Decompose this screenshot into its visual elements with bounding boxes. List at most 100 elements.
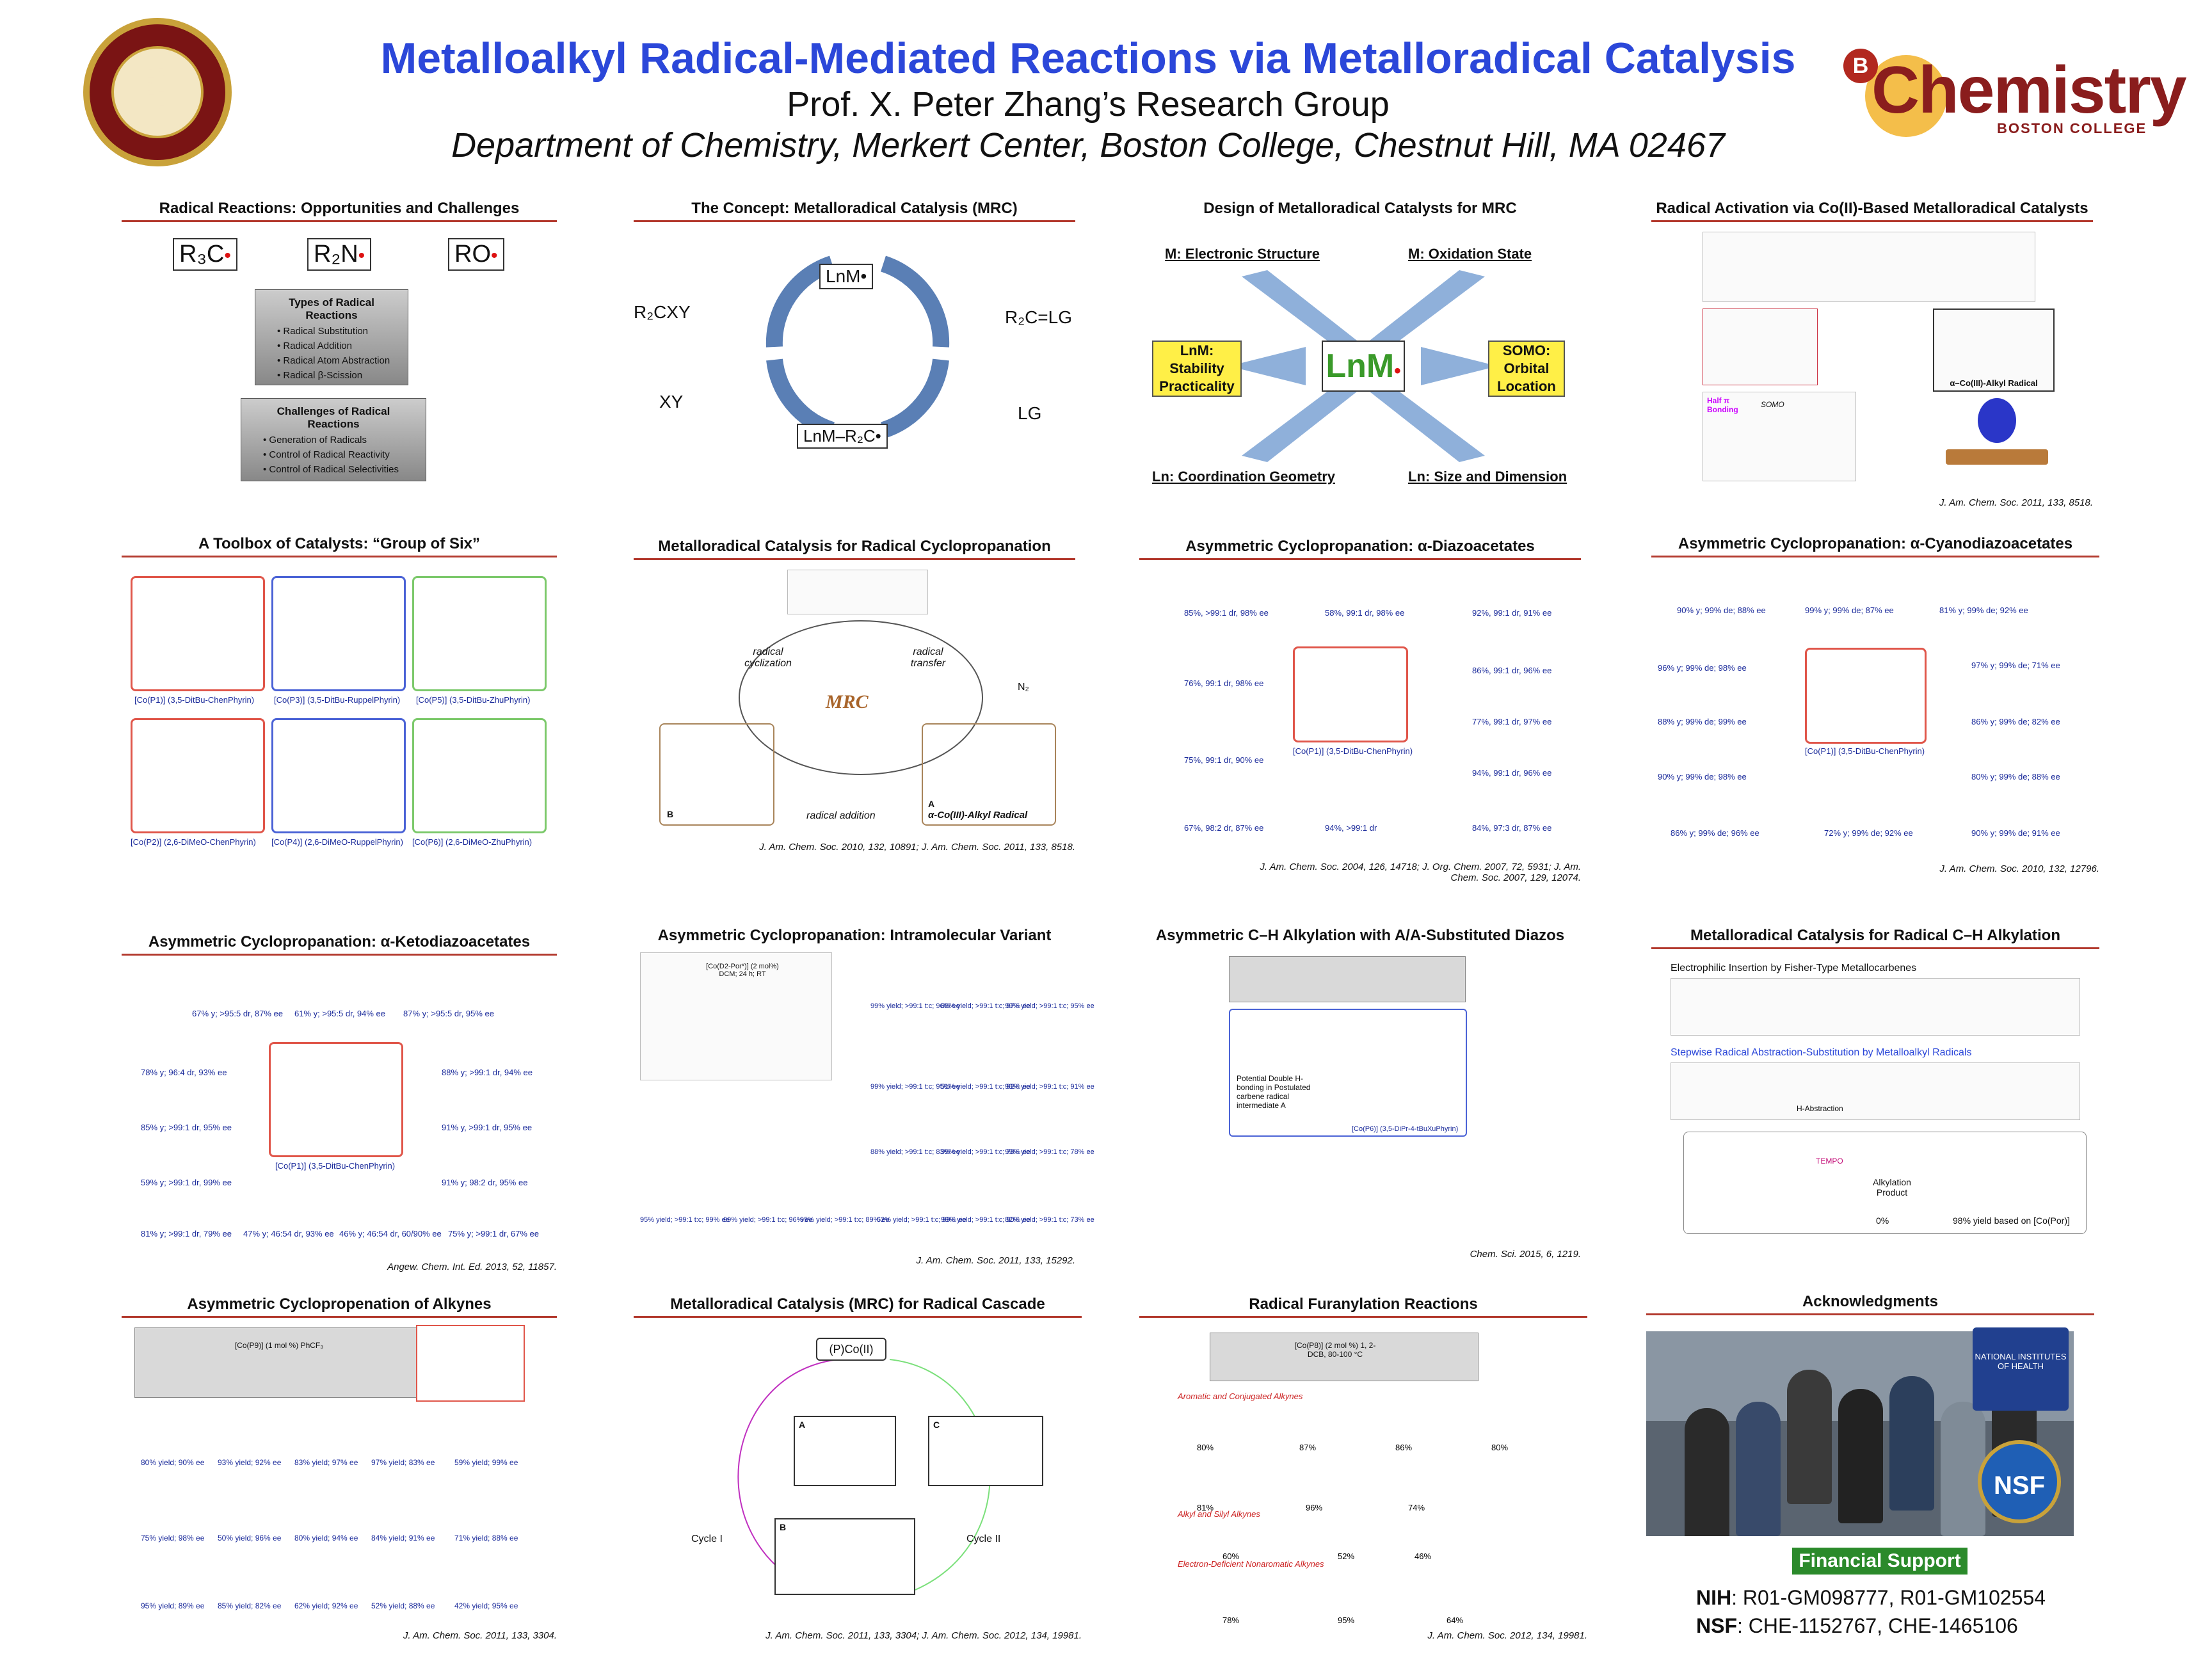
catalyst-label: [Co(P4)] (2,6-DiMeO-RuppelPhyrin) — [271, 837, 403, 847]
intermediate-b-box: B — [659, 723, 774, 826]
result-entry: 76%, 99:1 dr, 98% ee — [1184, 678, 1264, 688]
catalyst-p1 — [131, 576, 265, 691]
cycle-2-label: Cycle II — [966, 1534, 1001, 1544]
panel-cyanodiazoacetates: Asymmetric Cyclopropanation: α-Cyanodiaz… — [1651, 535, 2099, 874]
catalyst-p9 — [416, 1325, 525, 1402]
panel-cyclopropenation: Asymmetric Cyclopropenation of Alkynes [… — [122, 1295, 557, 1641]
reference: J. Am. Chem. Soc. 2011, 133, 3304; J. Am… — [765, 1630, 1082, 1641]
somo-box: SOMO: Orbital Location — [1488, 341, 1565, 397]
catalyst-label: [Co(P1)] (3,5-DitBu-ChenPhyrin) — [1293, 746, 1413, 756]
challenge-item: • Control of Radical Reactivity — [263, 449, 390, 460]
crystal-structure-image — [1939, 398, 2055, 481]
catalyst-label: [Co(P6)] (2,6-DiMeO-ZhuPhyrin) — [412, 837, 533, 847]
lnm-carbon-radical: LnM–R₂C• — [797, 424, 888, 449]
reference: J. Am. Chem. Soc. 2010, 132, 10891; J. A… — [759, 842, 1075, 853]
seal-shield-icon — [111, 46, 204, 138]
type-item: • Radical β-Scission — [277, 370, 363, 381]
label-a: A — [799, 1420, 806, 1430]
result-entry: 83% yield; 97% ee — [294, 1458, 358, 1467]
poster-title: Metalloalkyl Radical-Mediated Reactions … — [380, 34, 1796, 83]
intermediate-b: B — [774, 1518, 915, 1595]
result-entry: 52% yield; 88% ee — [371, 1601, 435, 1610]
radical-cyclization-label: radical cyclization — [744, 646, 792, 669]
yield-entry: 80% — [1197, 1443, 1214, 1452]
catalyst-label: [Co(P1)] (3,5-DitBu-ChenPhyrin) — [134, 695, 255, 705]
yield-entry: 74% — [1408, 1503, 1425, 1512]
conditions: [Co(P8)] (2 mol %) 1, 2-DCB, 80-100 °C — [1294, 1341, 1376, 1359]
panel-title: Design of Metalloradical Catalysts for M… — [1203, 200, 1517, 217]
types-box: Types of Radical Reactions • Radical Sub… — [255, 289, 408, 385]
design-arrows — [1229, 270, 1498, 462]
label-coordination-geometry: Ln: Coordination Geometry — [1152, 469, 1335, 485]
logo-wordmark: Chemistry — [1871, 53, 2187, 127]
type-item: • Radical Atom Abstraction — [277, 355, 390, 366]
catalyst-p3 — [271, 576, 406, 691]
panel-title: Asymmetric Cyclopropanation: α-Diazoacet… — [1185, 538, 1535, 555]
nih-logo: NATIONAL INSTITUTES OF HEALTH — [1973, 1327, 2069, 1411]
result-entry: 90% y; 99% de; 91% ee — [1971, 828, 2060, 838]
panel-title: Radical Furanylation Reactions — [1249, 1295, 1478, 1313]
radical-addition-label: radical addition — [806, 810, 876, 821]
result-entry: 92%, 99:1 dr, 91% ee — [1472, 608, 1552, 618]
panel-toolbox-catalysts: A Toolbox of Catalysts: “Group of Six” [… — [122, 535, 557, 868]
poster-header: COLLEGIUM BOSTONIENSE Metalloalkyl Radic… — [0, 0, 2212, 186]
result-entry: 85% yield; 82% ee — [218, 1601, 282, 1610]
half-bonding-label: Half π Bonding — [1707, 396, 1738, 414]
heading-alkyl: Alkyl and Silyl Alkynes — [1178, 1509, 1260, 1519]
result-entry: 78% y; 96:4 dr, 93% ee — [141, 1068, 227, 1077]
panel-title: Asymmetric Cyclopropanation: α-Cyanodiaz… — [1678, 535, 2073, 552]
stepwise-label: Stepwise Radical Abstraction-Substitutio… — [1671, 1047, 1972, 1058]
panel-furanylation: Radical Furanylation Reactions [Co(P8)] … — [1139, 1295, 1587, 1641]
conditions: [Co(P9)] (1 mol %) PhCF₃ — [234, 1341, 324, 1350]
intermediate-c: C — [928, 1416, 1043, 1486]
result-entry: 95% yield; >99:1 t:c; 89% ee — [800, 1216, 890, 1224]
panel-diazoacetates: Asymmetric Cyclopropanation: α-Diazoacet… — [1139, 538, 1581, 883]
result-entry: 71% yield; 88% ee — [454, 1534, 518, 1543]
panel-radical-reactions: Radical Reactions: Opportunities and Cha… — [122, 200, 557, 494]
result-entry: 95% yield; >99:1 t:c; 99% ee — [640, 1216, 730, 1224]
reference: J. Am. Chem. Soc. 2010, 132, 12796. — [1939, 863, 2099, 874]
panel-radical-cyclopropanation: Metalloradical Catalysis for Radical Cyc… — [634, 538, 1075, 858]
catalyst-p6-box: Potential Double H-bonding in Postulated… — [1229, 1009, 1467, 1137]
label-c: C — [933, 1420, 940, 1430]
d-orbital-diagram — [1703, 309, 1818, 385]
catalyst-label: [Co(P5)] (3,5-DitBu-ZhuPhyrin) — [416, 695, 531, 705]
result-entry: 90% y; 99% de; 88% ee — [1677, 605, 1766, 615]
panel-title: Metalloradical Catalysis for Radical C–H… — [1690, 927, 2060, 944]
alkyl-radical-label: α-Co(III)-Alkyl Radical — [928, 810, 1028, 821]
boston-college-seal: COLLEGIUM BOSTONIENSE — [83, 18, 232, 166]
fisher-insertion-label: Electrophilic Insertion by Fisher-Type M… — [1671, 963, 1917, 974]
reference: Angew. Chem. Int. Ed. 2013, 52, 11857. — [387, 1262, 557, 1272]
label-oxidation-state: M: Oxidation State — [1408, 246, 1532, 262]
cycle-1-label: Cycle I — [691, 1534, 723, 1544]
panel-title: Radical Reactions: Opportunities and Cha… — [159, 200, 520, 217]
result-entry: 88% y; >99:1 dr, 94% ee — [442, 1068, 533, 1077]
logo-orb-icon — [1865, 55, 1947, 137]
result-entry: 87% y; >95:5 dr, 95% ee — [403, 1009, 495, 1018]
intramolecular-scheme-image — [640, 952, 832, 1080]
result-entry: 80% yield; 94% ee — [294, 1534, 358, 1543]
yield-entry: 86% — [1395, 1443, 1413, 1452]
panel-radical-cascade: Metalloradical Catalysis (MRC) for Radic… — [634, 1295, 1082, 1641]
reference: J. Am. Chem. Soc. 2011, 133, 8518. — [1939, 497, 2093, 508]
panel-title: Asymmetric Cyclopropenation of Alkynes — [187, 1295, 492, 1313]
yield-entry: 46% — [1415, 1551, 1432, 1561]
radical-ro: RO• — [448, 238, 504, 271]
alkylation-product-label: Alkylation Product — [1873, 1177, 1911, 1198]
result-entry: 62% yield; >99:1 t:c; 99% ee — [877, 1216, 966, 1224]
radical-r3c: R₃C• — [173, 238, 237, 271]
result-entry: 81% y; 99% de; 92% ee — [1939, 605, 2028, 615]
label-size-dimension: Ln: Size and Dimension — [1408, 469, 1567, 485]
panel-concept-mrc: The Concept: Metalloradical Catalysis (M… — [634, 200, 1075, 456]
result-entry: 80% yield; 90% ee — [141, 1458, 205, 1467]
cyclopropanation-cycle — [739, 620, 983, 775]
result-entry: 51% yield; >99:1 t:c; 92% ee — [941, 1083, 1030, 1091]
result-entry: 99% yield; >99:1 t:c; 95% ee — [870, 1083, 960, 1091]
seal-text: COLLEGIUM BOSTONIENSE — [147, 51, 168, 132]
heading-electron-deficient: Electron-Deficient Nonaromatic Alkynes — [1178, 1559, 1324, 1569]
result-entry: 75%, 99:1 dr, 90% ee — [1184, 755, 1264, 765]
result-entry: 62% yield; 92% ee — [294, 1601, 358, 1610]
department-address: Department of Chemistry, Merkert Center,… — [451, 126, 1725, 164]
panel-ch-alkylation-radical: Metalloradical Catalysis for Radical C–H… — [1651, 927, 2099, 1247]
